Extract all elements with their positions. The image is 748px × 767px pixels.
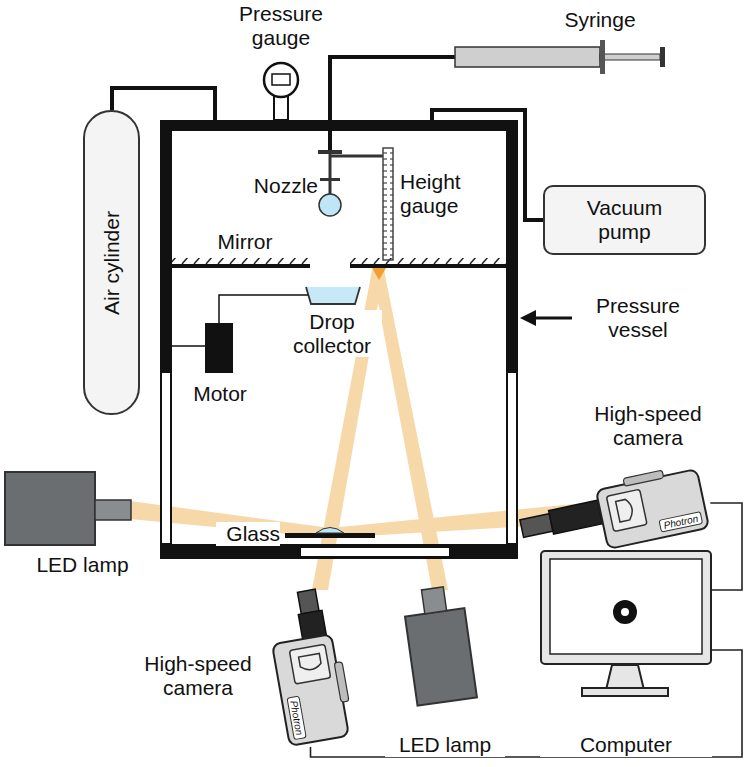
camera-body (271, 633, 350, 747)
light-beams (130, 270, 596, 590)
camera-body (595, 468, 711, 550)
gas-cylinder: Air cylinder (83, 110, 140, 415)
part-label: Height gauge (400, 170, 480, 217)
monitor-screen (540, 550, 712, 665)
high-speed-camera: Photron (271, 633, 350, 747)
signal-cable (710, 503, 742, 590)
part-label: Motor (180, 382, 260, 406)
led-lamp (5, 472, 131, 545)
monitor-stand (582, 665, 668, 696)
motor (205, 323, 233, 373)
part-label: Mirror (205, 230, 285, 254)
part-label: Syringe (555, 8, 645, 32)
part-label: Pressure gauge (226, 2, 336, 49)
part-label: Drop collector (282, 310, 382, 357)
mirror-shelf (172, 258, 506, 280)
camera-lens (519, 500, 602, 540)
part-label: LED lamp (20, 553, 145, 577)
part-label: High-speed camera (592, 402, 704, 449)
part-label: Nozzle (233, 174, 318, 198)
glass (285, 528, 375, 539)
high-speed-camera: Photron (595, 468, 711, 550)
part-label: Pressure vessel (578, 294, 698, 341)
syringe (330, 40, 665, 150)
node-text: Air cylinder (100, 211, 124, 315)
node-heading: Computer (540, 733, 712, 757)
part-label: High-speed camera (128, 652, 268, 699)
signal-cable (311, 650, 743, 757)
node-text: Vacuum pump (577, 196, 672, 243)
pressure-vessel (160, 120, 518, 559)
pump-box: Vacuum pump (543, 185, 706, 255)
pressure-gauge (264, 63, 298, 120)
computer-monitor: Computer (540, 550, 712, 665)
led-lamp (402, 584, 477, 705)
part-label: Glass (216, 522, 280, 546)
pointer-arrow (520, 310, 572, 326)
part-label: LED lamp (385, 733, 505, 757)
nozzle (318, 148, 393, 260)
